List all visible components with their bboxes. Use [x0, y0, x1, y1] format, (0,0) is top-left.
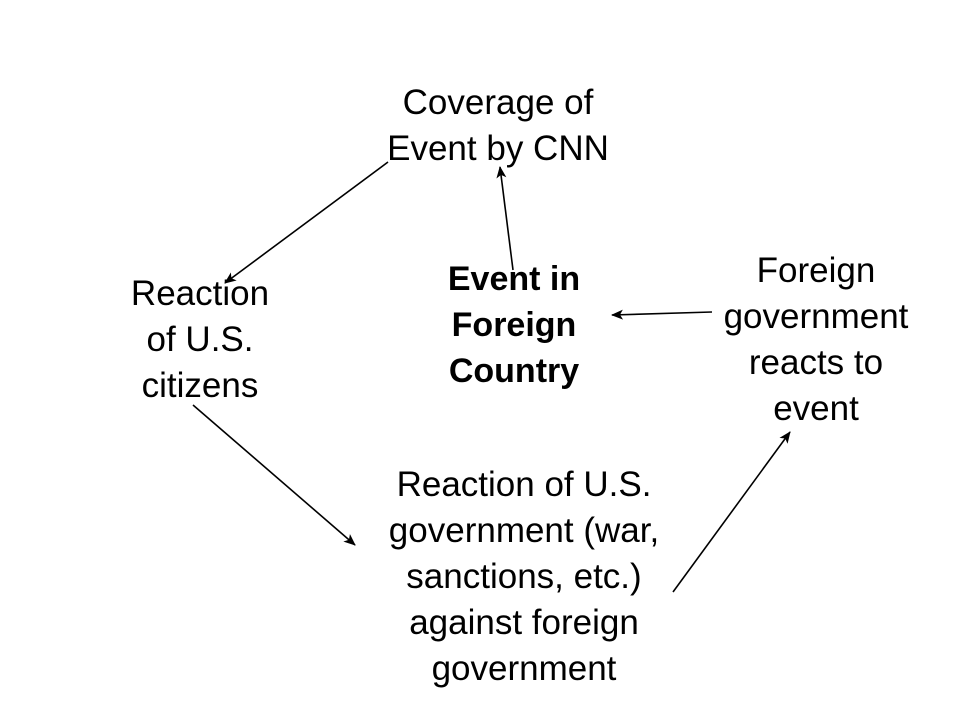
node-text-line: event: [773, 389, 859, 428]
node-reaction-of-us-government: Reaction of U.S. government (war, sancti…: [344, 462, 704, 692]
node-text-line: Country: [448, 352, 580, 390]
arrow-coverage-to-citizens: [224, 161, 389, 284]
node-text-line: of U.S.: [146, 320, 254, 359]
node-text-line: Foreign: [451, 306, 577, 344]
node-text-line: Coverage of: [402, 83, 594, 122]
node-text-line: against foreign: [409, 603, 639, 642]
node-text-line: government: [431, 649, 617, 688]
node-event-in-foreign-country: Event in Foreign Country: [384, 256, 644, 394]
node-text-line: reacts to: [748, 343, 884, 382]
arrow-citizens-to-us-government: [192, 404, 356, 546]
arrow-event-to-coverage: [496, 166, 514, 271]
arrow-us-government-to-foreign-government: [672, 431, 791, 593]
node-reaction-of-us-citizens: Reaction of U.S. citizens: [80, 271, 320, 409]
node-text-line: government (war,: [388, 511, 660, 550]
node-text-line: Reaction of U.S.: [396, 465, 652, 504]
node-text-line: Foreign: [756, 251, 876, 290]
node-text-line: Event in: [447, 260, 581, 298]
node-text-line: sanctions, etc.): [406, 557, 642, 596]
node-text-line: Reaction: [130, 274, 270, 313]
arrow-foreign-government-to-event: [611, 309, 713, 320]
node-text-line: government: [723, 297, 909, 336]
node-foreign-government-reacts: Foreign government reacts to event: [696, 248, 936, 432]
node-coverage-by-cnn: Coverage of Event by CNN: [348, 80, 648, 172]
node-text-line: citizens: [141, 366, 259, 405]
node-text-line: Event by CNN: [387, 129, 609, 168]
